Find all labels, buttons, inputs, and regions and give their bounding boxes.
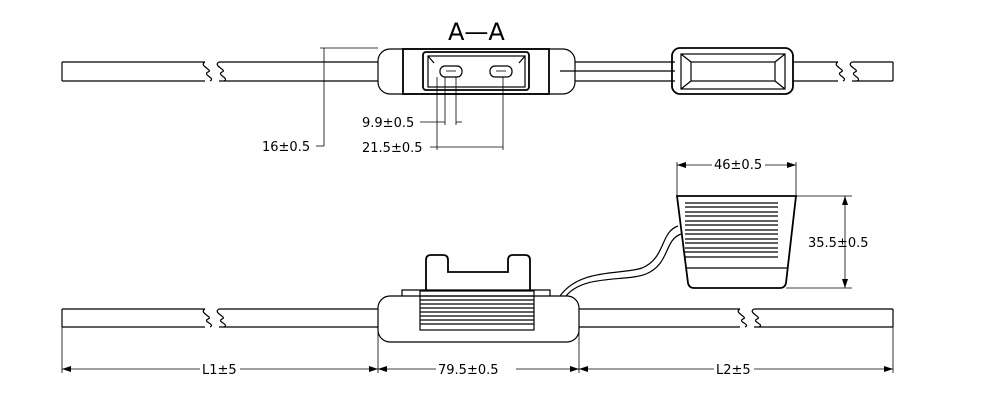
dim-cover-height-label: 35.5±0.5 (808, 236, 869, 251)
side-view: 46±0.5 35.5±0.5 L1±5 79.5±0.5 (61, 158, 894, 378)
right-wire-side (579, 308, 894, 328)
dim-bottom: L1±5 79.5±0.5 L2±5 (61, 327, 894, 378)
terminal-slot-right (489, 65, 513, 78)
holder-body-side (377, 254, 580, 343)
section-title: A—A (448, 18, 505, 46)
holder-body-section (377, 48, 576, 95)
break-symbol (202, 61, 212, 82)
dim-wire-pitch-label: 9.9±0.5 (362, 116, 414, 131)
left-wire-top (61, 61, 380, 82)
section-view: A—A (61, 18, 894, 156)
tether-wire (559, 225, 682, 297)
cover-ribs (685, 202, 778, 258)
terminal-slot-left (439, 65, 463, 78)
link-wire-top (560, 61, 675, 82)
dim-cover-width-label: 46±0.5 (714, 158, 762, 173)
dim-terminal-span-label: 21.5±0.5 (362, 141, 423, 156)
right-wire-top (793, 61, 894, 82)
dim-wire-pitch: 9.9±0.5 (362, 77, 462, 131)
cover-section (671, 47, 794, 95)
body-ribs (420, 295, 534, 325)
dim-height-label: 16±0.5 (262, 140, 310, 155)
dim-l2-label: L2±5 (716, 363, 751, 378)
left-wire-side (61, 308, 378, 328)
dim-l1-label: L1±5 (202, 363, 237, 378)
cover-side (675, 195, 798, 289)
dim-cover-height: 35.5±0.5 (786, 195, 869, 289)
dim-height: 16±0.5 (262, 47, 378, 155)
dim-terminal-span: 21.5±0.5 (362, 77, 504, 156)
dim-body-length-label: 79.5±0.5 (438, 363, 499, 378)
dim-cover-width: 46±0.5 (676, 158, 797, 196)
